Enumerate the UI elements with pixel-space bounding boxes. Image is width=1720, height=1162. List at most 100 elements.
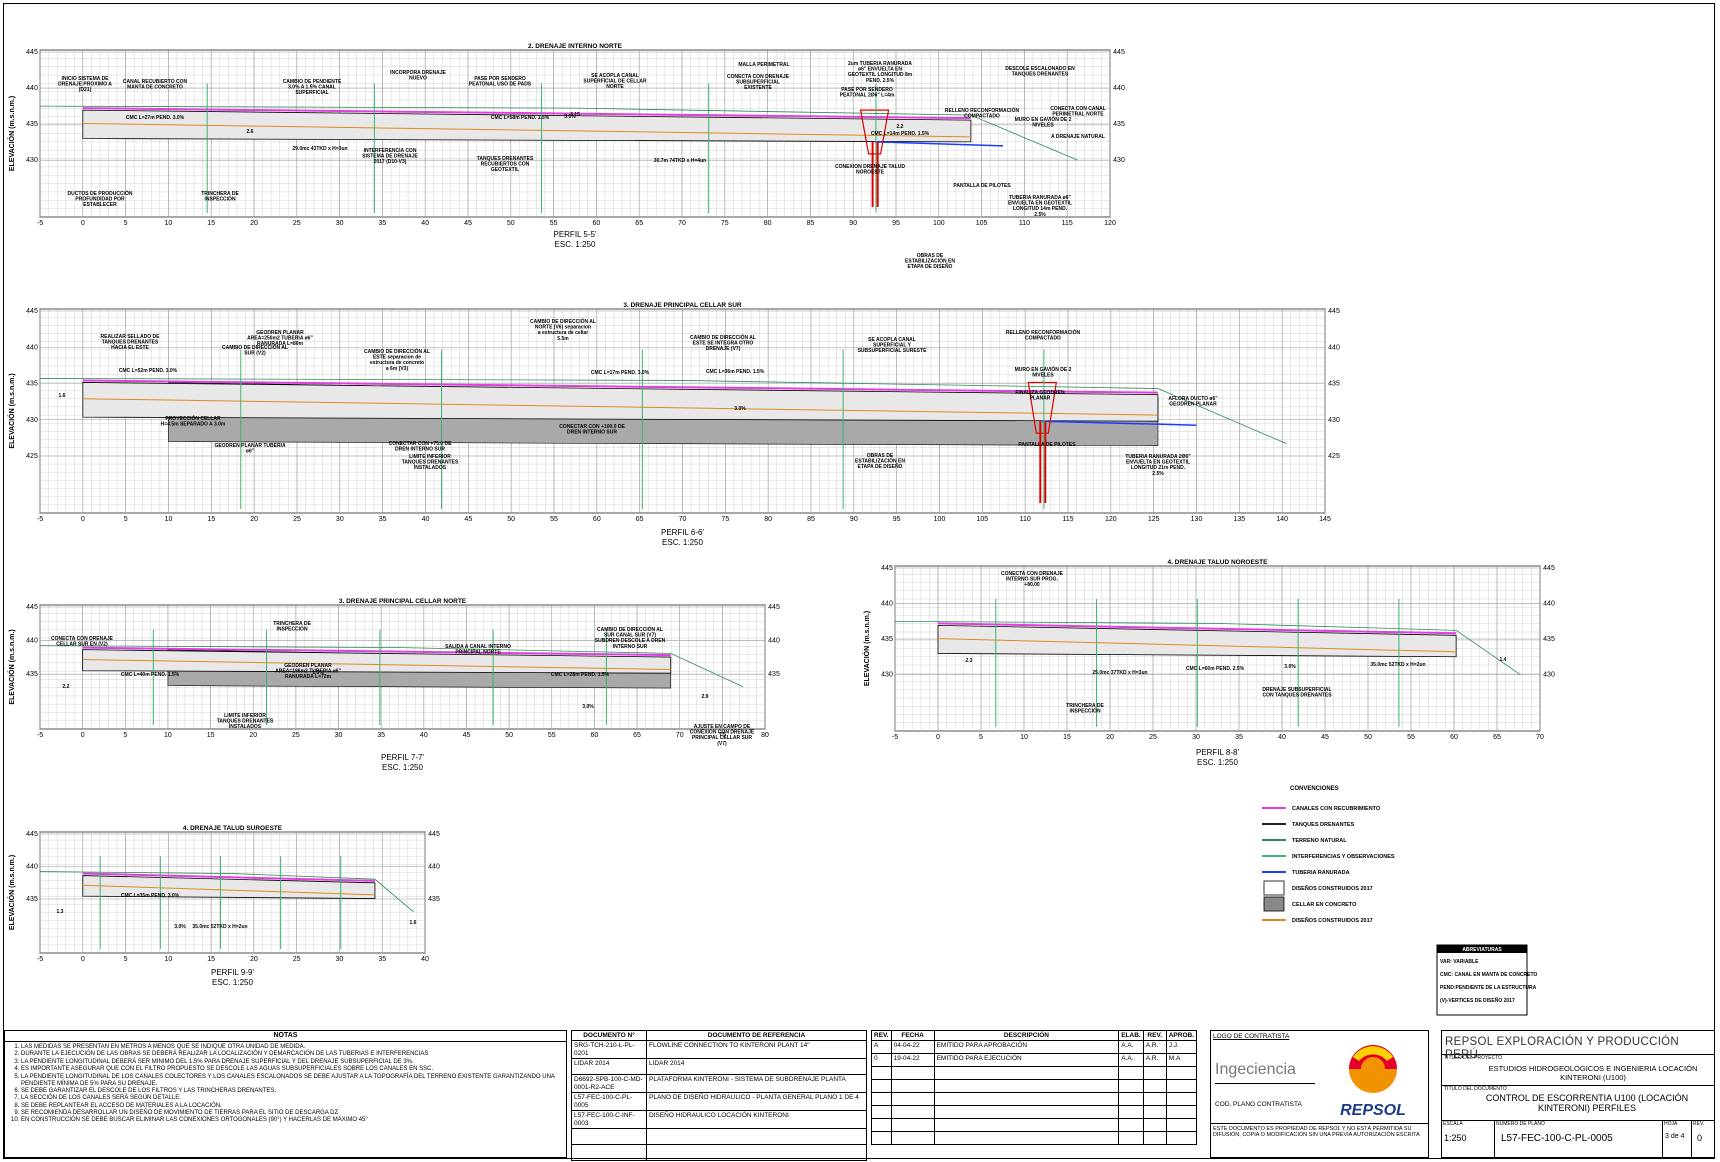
profile-name: PERFIL 8-8' [1196, 748, 1239, 757]
x-tick-label: 35 [377, 732, 385, 739]
y-tick-label: 445 [26, 308, 38, 315]
profile-title: 2. DRENAJE INTERNO NORTE [528, 43, 623, 50]
y-tick-label: 435 [26, 381, 38, 388]
x-tick-label: 35 [379, 516, 387, 523]
rev-cell [871, 1079, 892, 1094]
sheet-number: 3 de 4 [1665, 1132, 1685, 1140]
ref-cell: LIDAR 2014 [646, 1058, 867, 1076]
revision-label: REV. [1693, 1121, 1705, 1127]
rev-cell: A.A. [1118, 1053, 1144, 1068]
x-tick-label: 30 [1192, 734, 1200, 741]
sheet-label: HOJA [1664, 1121, 1678, 1127]
annotation: CMC L=58m PEND. 1.5% [491, 115, 550, 121]
legend-label: TUBERIA RANURADA [1292, 870, 1350, 876]
x-tick-label: 65 [1493, 734, 1501, 741]
annotation: CMC L=17m PEND. 3.0% [591, 370, 650, 376]
x-tick-label: 55 [550, 516, 558, 523]
x-tick-label: 30 [336, 956, 344, 963]
y-tick-label: 425 [26, 453, 38, 460]
annotation: 3.0% [1284, 664, 1296, 670]
contractor-code-label: COD. PLANO CONTRATISTA [1215, 1101, 1302, 1108]
y-tick-label: 440 [768, 638, 780, 645]
client-title-block: REPSOL EXPLORACIÓN Y PRODUCCIÓN PERÚ TÍT… [1441, 1030, 1715, 1159]
rev-cell [890, 1092, 935, 1107]
x-tick-label: 45 [464, 220, 472, 227]
rev-cell [871, 1131, 892, 1146]
x-tick-label: 15 [1063, 734, 1071, 741]
legend-label: TERRENO NATURAL [1292, 838, 1347, 844]
note-item: LAS MEDIDAS SE PRESENTAN EN METROS A MEN… [21, 1044, 566, 1051]
y-axis-label: ELEVACIÓN (m.s.n.m.) [7, 96, 16, 171]
y-tick-label: 440 [26, 344, 38, 351]
x-tick-label: 140 [1276, 516, 1288, 523]
rev-cell: J.J. [1165, 1040, 1198, 1055]
annotation: CMC L=35m PEND. 3.0% [121, 893, 180, 899]
x-tick-label: 60 [593, 516, 601, 523]
y-tick-label: 440 [1543, 601, 1555, 608]
ref-cell: L57-FEC-100-C-INF-0003 [571, 1110, 647, 1130]
profile-name: PERFIL 6-6' [661, 528, 704, 537]
ref-cell: PLANO DE DISEÑO HIDRAULICO - PLANTA GENE… [646, 1092, 867, 1112]
rev-cell [933, 1105, 1120, 1120]
note-item: DURANTE LA EJECUCIÓN DE LAS OBRAS SE DEB… [21, 1051, 566, 1058]
built-2017-line [82, 659, 671, 670]
ref-cell [571, 1144, 647, 1162]
x-tick-label: 5 [124, 516, 128, 523]
y-tick-label: 430 [1113, 157, 1125, 164]
lined-channel [82, 107, 971, 120]
y-tick-label: 435 [1113, 121, 1125, 128]
annotation: TUBERIA RANURADA ø6"ENVUELTA EN GEOTEXTI… [1008, 195, 1072, 218]
x-tick-label: -5 [37, 516, 43, 523]
x-tick-label: 25 [293, 956, 301, 963]
legend-label: DISEÑOS CONSTRUIDOS 2017 [1292, 917, 1373, 924]
contractor-block: LOGO DE CONTRATISTA Ingeciencia COD. PLA… [1210, 1030, 1429, 1158]
y-tick-label: 430 [26, 157, 38, 164]
x-tick-label: 50 [505, 732, 513, 739]
annotation: CMC L=27m PEND. 3.0% [126, 115, 185, 121]
revision-number: 0 [1697, 1132, 1703, 1143]
rev-cell [1118, 1118, 1144, 1133]
x-tick-label: 120 [1104, 220, 1116, 227]
abbreviation-item: (V)-VERTICES DE DISEÑO 2017 [1440, 997, 1515, 1004]
profile-title: 4. DRENAJE TALUD NOROESTE [1168, 559, 1269, 566]
y-tick-label: 440 [1113, 85, 1125, 92]
x-tick-label: 95 [893, 516, 901, 523]
rev-cell [933, 1092, 1120, 1107]
natural-terrain [39, 871, 414, 913]
note-item: LA PENDIENTE LONGITUDINAL DEBERÁ SER MIN… [21, 1059, 566, 1066]
y-tick-label: 445 [768, 604, 780, 611]
project-title: ESTUDIOS HIDROGEOLOGICOS E INGENIERIA LO… [1488, 1064, 1698, 1082]
y-tick-label: 425 [1328, 453, 1340, 460]
y-tick-label: 445 [26, 831, 38, 838]
rev-row [871, 1092, 1198, 1107]
x-tick-label: 5 [124, 956, 128, 963]
lined-channel [82, 646, 671, 657]
x-tick-label: 100 [934, 516, 946, 523]
x-tick-label: 10 [164, 956, 172, 963]
legend-swatch [1263, 880, 1285, 896]
rev-cell: 04-04-22 [890, 1040, 935, 1055]
document-title: CONTROL DE ESCORRENTIA U100 (LOCACIÓN KI… [1485, 1093, 1689, 1114]
legend-label: CELLAR EN CONCRETO [1292, 902, 1357, 908]
x-tick-label: 120 [1105, 516, 1117, 523]
notes-title: NOTAS [5, 1031, 566, 1043]
x-tick-label: 15 [207, 220, 215, 227]
annotation: 2.2 [63, 684, 70, 690]
